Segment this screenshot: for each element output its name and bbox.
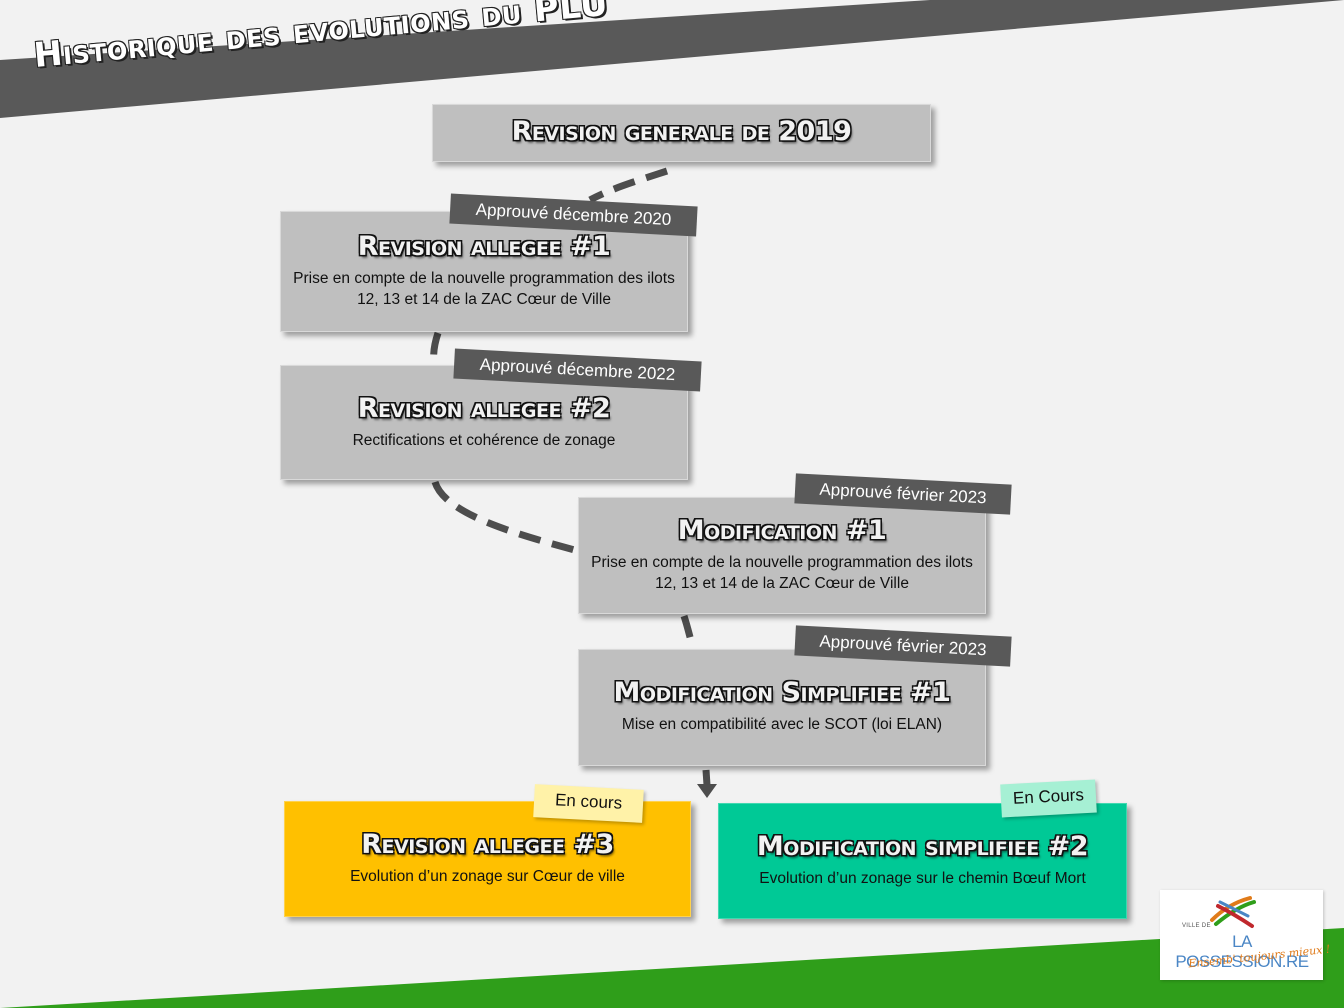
step-description: Evolution d’un zonage sur le chemin Bœuf… — [759, 870, 1086, 887]
step-title: Revision allegee #1 — [357, 231, 611, 262]
status-badge: En cours — [533, 784, 644, 823]
step-modification-1: Modification #1 Prise en compte de la no… — [578, 497, 986, 614]
step-title: Revision generale de 2019 — [511, 116, 852, 147]
step-modification-simplifiee-1: Modification Simplifiee #1 Mise en compa… — [578, 649, 986, 766]
step-description: Evolution d’un zonage sur Cœur de ville — [350, 868, 625, 885]
step-description: Rectifications et cohérence de zonage — [352, 432, 616, 449]
connector-5 — [702, 769, 711, 786]
city-logo: VILLE DE LA POSSESSION.RE Ensemb' toujou… — [1160, 890, 1331, 980]
header-band — [0, 0, 1344, 118]
logo-emblem-icon — [1210, 896, 1256, 928]
step-title: Revision allegee #2 — [357, 393, 611, 424]
footer-band — [0, 928, 1344, 1008]
step-title: Modification Simplifiee #1 — [613, 677, 951, 708]
connectors — [430, 167, 711, 786]
logo-name: LA POSSESSION.RE — [1175, 932, 1309, 971]
connector-3 — [431, 480, 579, 555]
connector-1 — [588, 167, 669, 204]
connector-arrowhead — [697, 784, 717, 798]
step-description: Mise en compatibilité avec le SCOT (loi … — [621, 716, 943, 733]
step-description: Prise en compte de la nouvelle programma… — [591, 554, 973, 592]
step-description: Prise en compte de la nouvelle programma… — [293, 270, 675, 308]
step-title: Modification #1 — [677, 515, 887, 546]
connector-2 — [430, 331, 442, 365]
step-modification-simplifiee-2: Modification simplifiee #2 Evolution d’u… — [718, 803, 1127, 919]
step-revision-generale-2019: Revision generale de 2019 — [432, 104, 931, 162]
step-title: Revision allegee #3 — [361, 829, 614, 860]
step-title: Modification simplifiee #2 — [756, 831, 1089, 862]
logo-prefix: VILLE DE — [1182, 923, 1211, 929]
connector-4 — [680, 614, 697, 650]
status-badge: En Cours — [1000, 779, 1097, 818]
